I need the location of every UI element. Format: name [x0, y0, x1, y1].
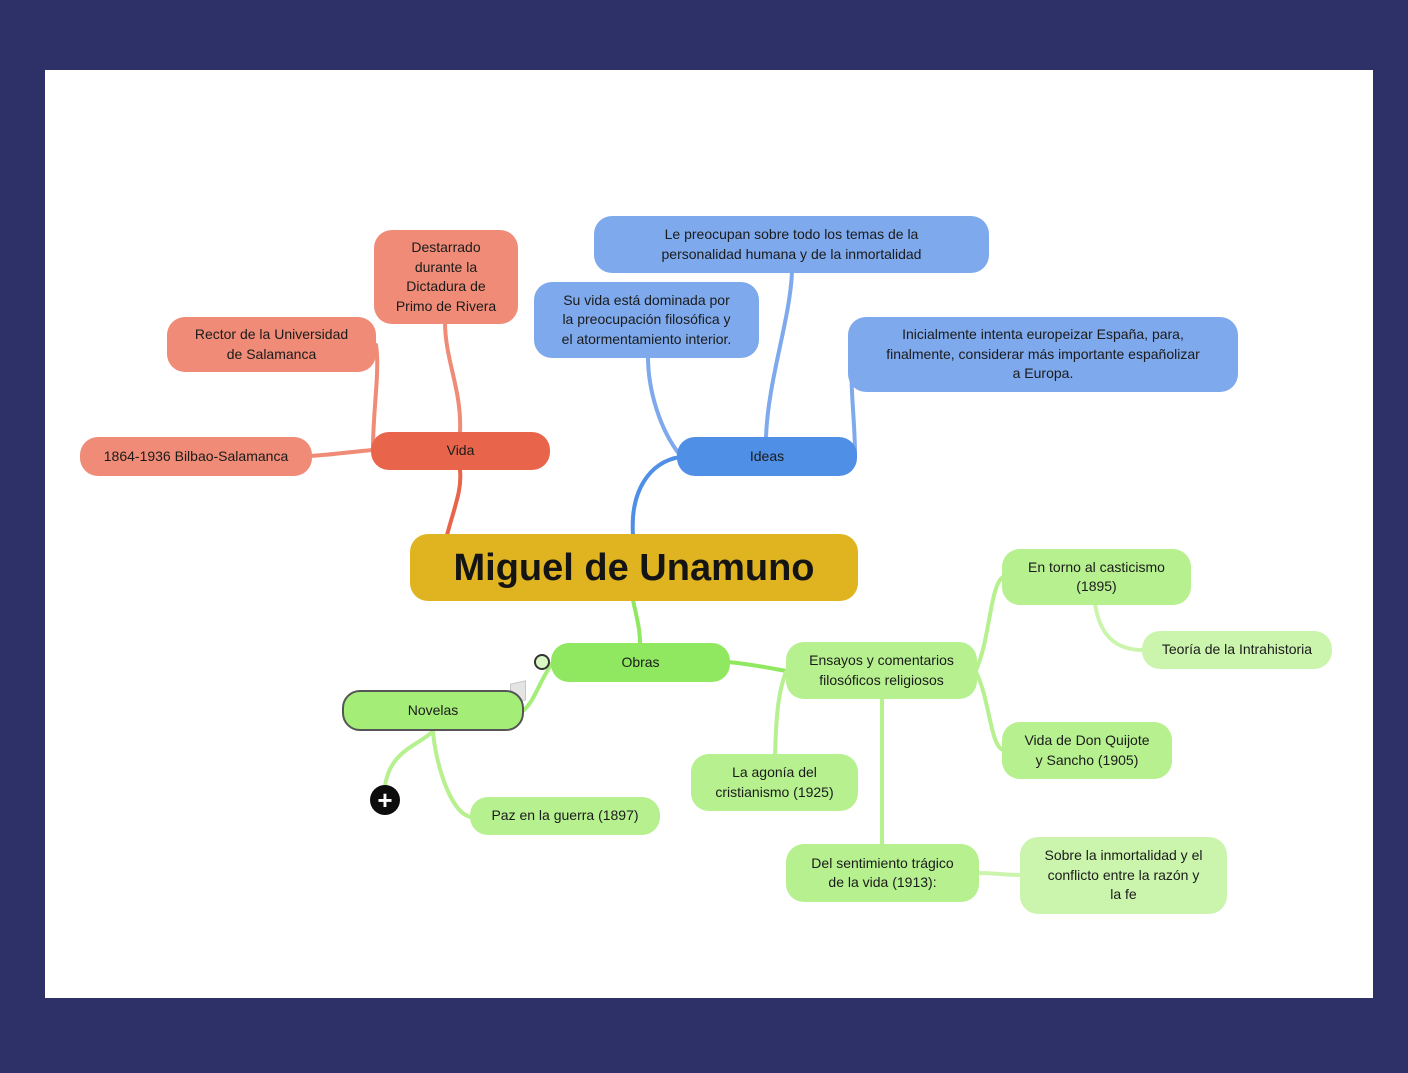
subtopic-temas-label: Le preocupan sobre todo los temas de la … — [661, 226, 922, 262]
subtopic-temas[interactable]: Le preocupan sobre todo los temas de la … — [594, 216, 989, 273]
subtopic-casticismo[interactable]: En torno al casticismo (1895) — [1002, 549, 1191, 605]
subtopic-vida-filosofica-label: Su vida está dominada por la preocupació… — [561, 291, 732, 347]
subtopic-ensayos-label: Ensayos y comentarios filosóficos religi… — [809, 652, 954, 688]
subtopic-birth-label: 1864-1936 Bilbao-Salamanca — [103, 447, 289, 464]
subtopic-intrahistoria[interactable]: Teoría de la Intrahistoria — [1142, 631, 1332, 669]
topic-obras[interactable]: Obras — [551, 643, 730, 682]
subtopic-inmortalidad-label: Sobre la inmortalidad y el conflicto ent… — [1044, 847, 1203, 903]
subtopic-europa-label: Inicialmente intenta europeizar España, … — [886, 326, 1200, 382]
subtopic-vida-filosofica[interactable]: Su vida está dominada por la preocupació… — [534, 282, 759, 358]
topic-ideas[interactable]: Ideas — [677, 437, 857, 476]
subtopic-quijote[interactable]: Vida de Don Quijote y Sancho (1905) — [1002, 722, 1172, 779]
ring-handle-icon[interactable] — [534, 654, 550, 670]
subtopic-rector-label: Rector de la Universidad de Salamanca — [194, 326, 349, 362]
central-topic-label: Miguel de Unamuno — [453, 546, 815, 589]
subtopic-novelas-label: Novelas — [407, 701, 459, 718]
central-topic[interactable]: Miguel de Unamuno — [410, 534, 858, 601]
subtopic-quijote-label: Vida de Don Quijote y Sancho (1905) — [1024, 732, 1150, 768]
topic-ideas-label: Ideas — [749, 447, 785, 464]
topic-vida-label: Vida — [446, 442, 475, 459]
subtopic-sentimiento[interactable]: Del sentimiento trágico de la vida (1913… — [786, 844, 979, 902]
subtopic-inmortalidad[interactable]: Sobre la inmortalidad y el conflicto ent… — [1020, 837, 1227, 914]
subtopic-paz-guerra-label: Paz en la guerra (1897) — [491, 807, 639, 824]
subtopic-sentimiento-label: Del sentimiento trágico de la vida (1913… — [811, 854, 954, 891]
subtopic-casticismo-label: En torno al casticismo (1895) — [1028, 558, 1165, 595]
subtopic-destarrado[interactable]: Destarrado durante la Dictadura de Primo… — [374, 230, 518, 324]
subtopic-rector[interactable]: Rector de la Universidad de Salamanca — [167, 317, 376, 372]
subtopic-agonia[interactable]: La agonía del cristianismo (1925) — [691, 754, 858, 811]
topic-vida[interactable]: Vida — [371, 432, 550, 470]
subtopic-europa[interactable]: Inicialmente intenta europeizar España, … — [848, 317, 1238, 392]
subtopic-novelas[interactable]: Novelas — [342, 690, 524, 731]
subtopic-ensayos[interactable]: Ensayos y comentarios filosóficos religi… — [786, 642, 977, 699]
subtopic-intrahistoria-label: Teoría de la Intrahistoria — [1161, 641, 1313, 658]
subtopic-birth[interactable]: 1864-1936 Bilbao-Salamanca — [80, 437, 312, 476]
topic-obras-label: Obras — [621, 653, 660, 670]
subtopic-paz-guerra[interactable]: Paz en la guerra (1897) — [470, 797, 660, 835]
plus-circle-icon[interactable]: + — [370, 785, 400, 815]
subtopic-agonia-label: La agonía del cristianismo (1925) — [715, 764, 834, 800]
subtopic-destarrado-label: Destarrado durante la Dictadura de Primo… — [395, 239, 497, 314]
